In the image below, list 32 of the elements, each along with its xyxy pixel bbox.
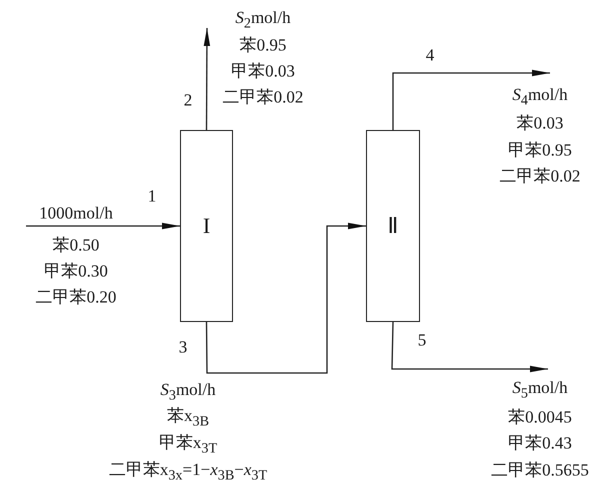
stream-label: 甲苯0.43 xyxy=(508,434,572,452)
stream-label: 苯0.0045 xyxy=(508,408,572,426)
stream-label: 1000mol/h xyxy=(39,204,113,222)
stream-label: 苯0.95 xyxy=(240,36,286,54)
stream-label: S$_{3}$mol/h xyxy=(160,381,216,403)
stream-number: 4 xyxy=(426,46,434,64)
stream-label: 二甲苯x$_{3x}$=1−x$_{3B}$−x$_{3T}$ xyxy=(108,461,268,483)
stream-label: 二甲苯0.5655 xyxy=(491,462,589,478)
stream-number: 1 xyxy=(148,188,156,204)
stream-arrow xyxy=(392,70,550,130)
stream-label: S$_{2}$mol/h xyxy=(235,9,291,31)
stream-label: 二甲苯0.20 xyxy=(36,288,116,306)
stream-number: 3 xyxy=(178,338,188,356)
stream-label: 二甲苯0.02 xyxy=(222,88,304,106)
stream-label: S$_{4}$mol/h xyxy=(512,86,568,108)
stream-label: 甲苯0.30 xyxy=(44,262,108,280)
stream-number: 5 xyxy=(418,332,426,348)
stream-label: 甲苯0.95 xyxy=(508,142,572,158)
stream-label: 苯0.03 xyxy=(516,114,564,132)
stream-label: 甲苯x$_{3T}$ xyxy=(158,434,218,456)
column-box: Ⅱ xyxy=(366,130,420,322)
stream-label: 甲苯0.03 xyxy=(231,62,295,80)
stream-arrow xyxy=(26,222,180,230)
stream-arrow xyxy=(206,222,366,374)
stream-label: 苯x$_{3B}$ xyxy=(166,407,210,429)
stream-label: 二甲苯0.02 xyxy=(500,168,580,184)
stream-arrow xyxy=(204,28,210,130)
stream-label: 苯0.50 xyxy=(52,236,100,254)
column-box: I xyxy=(180,130,233,322)
stream-label: S$_{5}$mol/h xyxy=(512,379,568,401)
stream-number: 2 xyxy=(184,92,192,108)
stream-arrow xyxy=(391,322,548,372)
